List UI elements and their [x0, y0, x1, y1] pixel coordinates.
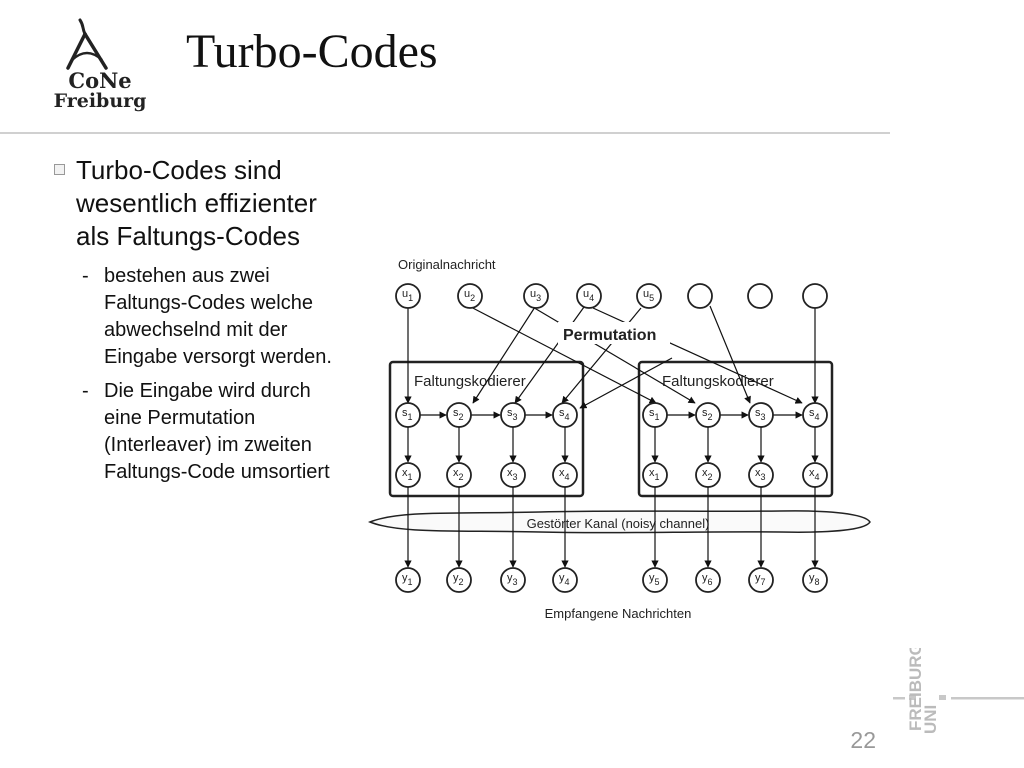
encoder2-output-node-3: x3: [748, 462, 774, 488]
encoder2-output-node-4: x4: [802, 462, 828, 488]
encoder1-state-node-2: s2: [446, 402, 472, 428]
received-node-5: y5: [642, 567, 668, 593]
permutation-label: Permutation: [563, 327, 656, 344]
turbo-diagram-svg: Originalnachricht Faltungskodierer Faltu…: [367, 257, 871, 621]
encoder-box-1: [388, 360, 585, 498]
original-message-label: Originalnachricht: [398, 257, 496, 272]
received-node-1-label: y1: [402, 572, 413, 587]
freiburg-logo-text: FREIBURG: [906, 648, 925, 731]
encoder-box-2: [637, 360, 834, 498]
input-node-1-label: u1: [402, 288, 413, 303]
cone-logo-icon: [66, 18, 108, 70]
input-node-2-label: u2: [464, 288, 475, 303]
sub-bullet-text: Die Eingabe wird durch eine Permutation …: [104, 380, 330, 483]
received-node-7: y7: [748, 567, 774, 593]
encoder1-output-node-1-label: x1: [402, 467, 413, 482]
received-node-2: y2: [446, 567, 472, 593]
encoder1-state-node-4-label: s4: [559, 407, 570, 422]
encoder2-output-node-1-label: x1: [649, 467, 660, 482]
encoder1-state-node-1: s1: [395, 402, 421, 428]
dash-bullet-icon: -: [82, 265, 89, 287]
encoder1-state-node-3: s3: [500, 402, 526, 428]
sub-bullet-text: bestehen aus zwei Faltungs-Codes welche …: [104, 265, 332, 368]
received-node-4: y4: [552, 567, 578, 593]
encoder2-output-node-2-label: x2: [702, 467, 713, 482]
dash-bullet-icon: -: [82, 380, 89, 402]
turbo-code-diagram: Originalnachricht Faltungskodierer Faltu…: [360, 248, 880, 633]
received-messages-label: Empfangene Nachrichten: [545, 606, 692, 621]
encoder2-state-node-2: s2: [695, 402, 721, 428]
received-node-2-label: y2: [453, 572, 464, 587]
input-node-3: u3: [523, 283, 549, 309]
encoder1-output-node-2-label: x2: [453, 467, 464, 482]
sub-bullet-2: - Die Eingabe wird durch eine Permutatio…: [82, 378, 342, 486]
encoder1-output-node-2: x2: [446, 462, 472, 488]
square-bullet-icon: [54, 164, 65, 175]
noisy-channel-band: [367, 510, 871, 534]
encoder2-output-node-4-label: x4: [809, 467, 820, 482]
bullet-main: Turbo-Codes sind wesentlich effizienter …: [52, 154, 342, 253]
input-node-8: [802, 283, 828, 309]
input-node-6: [687, 283, 713, 309]
received-node-7-label: y7: [755, 572, 766, 587]
encoder1-output-node-3: x3: [500, 462, 526, 488]
received-node-6: y6: [695, 567, 721, 593]
encoder2-output-node-2: x2: [695, 462, 721, 488]
encoder2-state-node-4: s4: [802, 402, 828, 428]
encoder-label-2: Faltungskodierer: [662, 373, 774, 390]
encoder1-output-node-3-label: x3: [507, 467, 518, 482]
input-node-5: u5: [636, 283, 662, 309]
input-node-4-label: u4: [583, 288, 594, 303]
received-node-4-label: y4: [559, 572, 570, 587]
encoder2-state-node-1-label: s1: [649, 407, 660, 422]
page-number: 22: [850, 727, 876, 753]
title-divider: [0, 132, 890, 134]
bullet-main-text: Turbo-Codes sind wesentlich effizienter …: [76, 155, 317, 251]
received-node-3-label: y3: [507, 572, 518, 587]
encoder1-output-node-4-label: x4: [559, 467, 570, 482]
cone-freiburg-logo: CoNe Freiburg: [40, 16, 160, 116]
uni-freiburg-logo: UNI FREIBURG: [893, 642, 1024, 734]
slide-title: Turbo-Codes: [186, 25, 438, 78]
encoder2-output-node-1: x1: [642, 462, 668, 488]
input-node-7: [747, 283, 773, 309]
encoder1-state-node-3-label: s3: [507, 407, 518, 422]
encoder2-state-node-1: s1: [642, 402, 668, 428]
channel-label: Gestörter Kanal (noisy channel): [527, 516, 710, 531]
logo-text-freiburg: Freiburg: [53, 90, 147, 112]
encoder1-output-node-1: x1: [395, 462, 421, 488]
encoder2-state-node-3: s3: [748, 402, 774, 428]
received-node-1: y1: [395, 567, 421, 593]
input-node-1: u1: [395, 283, 421, 309]
uni-freiburg-logo-icon: UNI FREIBURG: [893, 642, 1024, 734]
received-node-8: y8: [802, 567, 828, 593]
received-node-5-label: y5: [649, 572, 660, 587]
logo-text-cone: CoNe: [68, 68, 132, 93]
encoder-label-1: Faltungskodierer: [414, 373, 526, 390]
encoder2-state-node-2-label: s2: [702, 407, 713, 422]
input-node-5-label: u5: [643, 288, 654, 303]
sub-bullet-1: - bestehen aus zwei Faltungs-Codes welch…: [82, 263, 342, 371]
sub-bullet-list: - bestehen aus zwei Faltungs-Codes welch…: [52, 263, 342, 486]
received-node-6-label: y6: [702, 572, 713, 587]
input-node-2: u2: [457, 283, 483, 309]
slide-content: Turbo-Codes sind wesentlich effizienter …: [52, 154, 342, 493]
encoder2-output-node-3-label: x3: [755, 467, 766, 482]
encoder1-state-node-1-label: s1: [402, 407, 413, 422]
encoder2-state-node-3-label: s3: [755, 407, 766, 422]
encoder1-state-node-4: s4: [552, 402, 578, 428]
encoder2-state-node-4-label: s4: [809, 407, 820, 422]
encoder1-output-node-4: x4: [552, 462, 578, 488]
encoder1-state-node-2-label: s2: [453, 407, 464, 422]
input-node-3-label: u3: [530, 288, 541, 303]
received-node-8-label: y8: [809, 572, 820, 587]
input-node-4: u4: [576, 283, 602, 309]
received-node-3: y3: [500, 567, 526, 593]
uni-logo-text: UNI: [921, 705, 940, 734]
